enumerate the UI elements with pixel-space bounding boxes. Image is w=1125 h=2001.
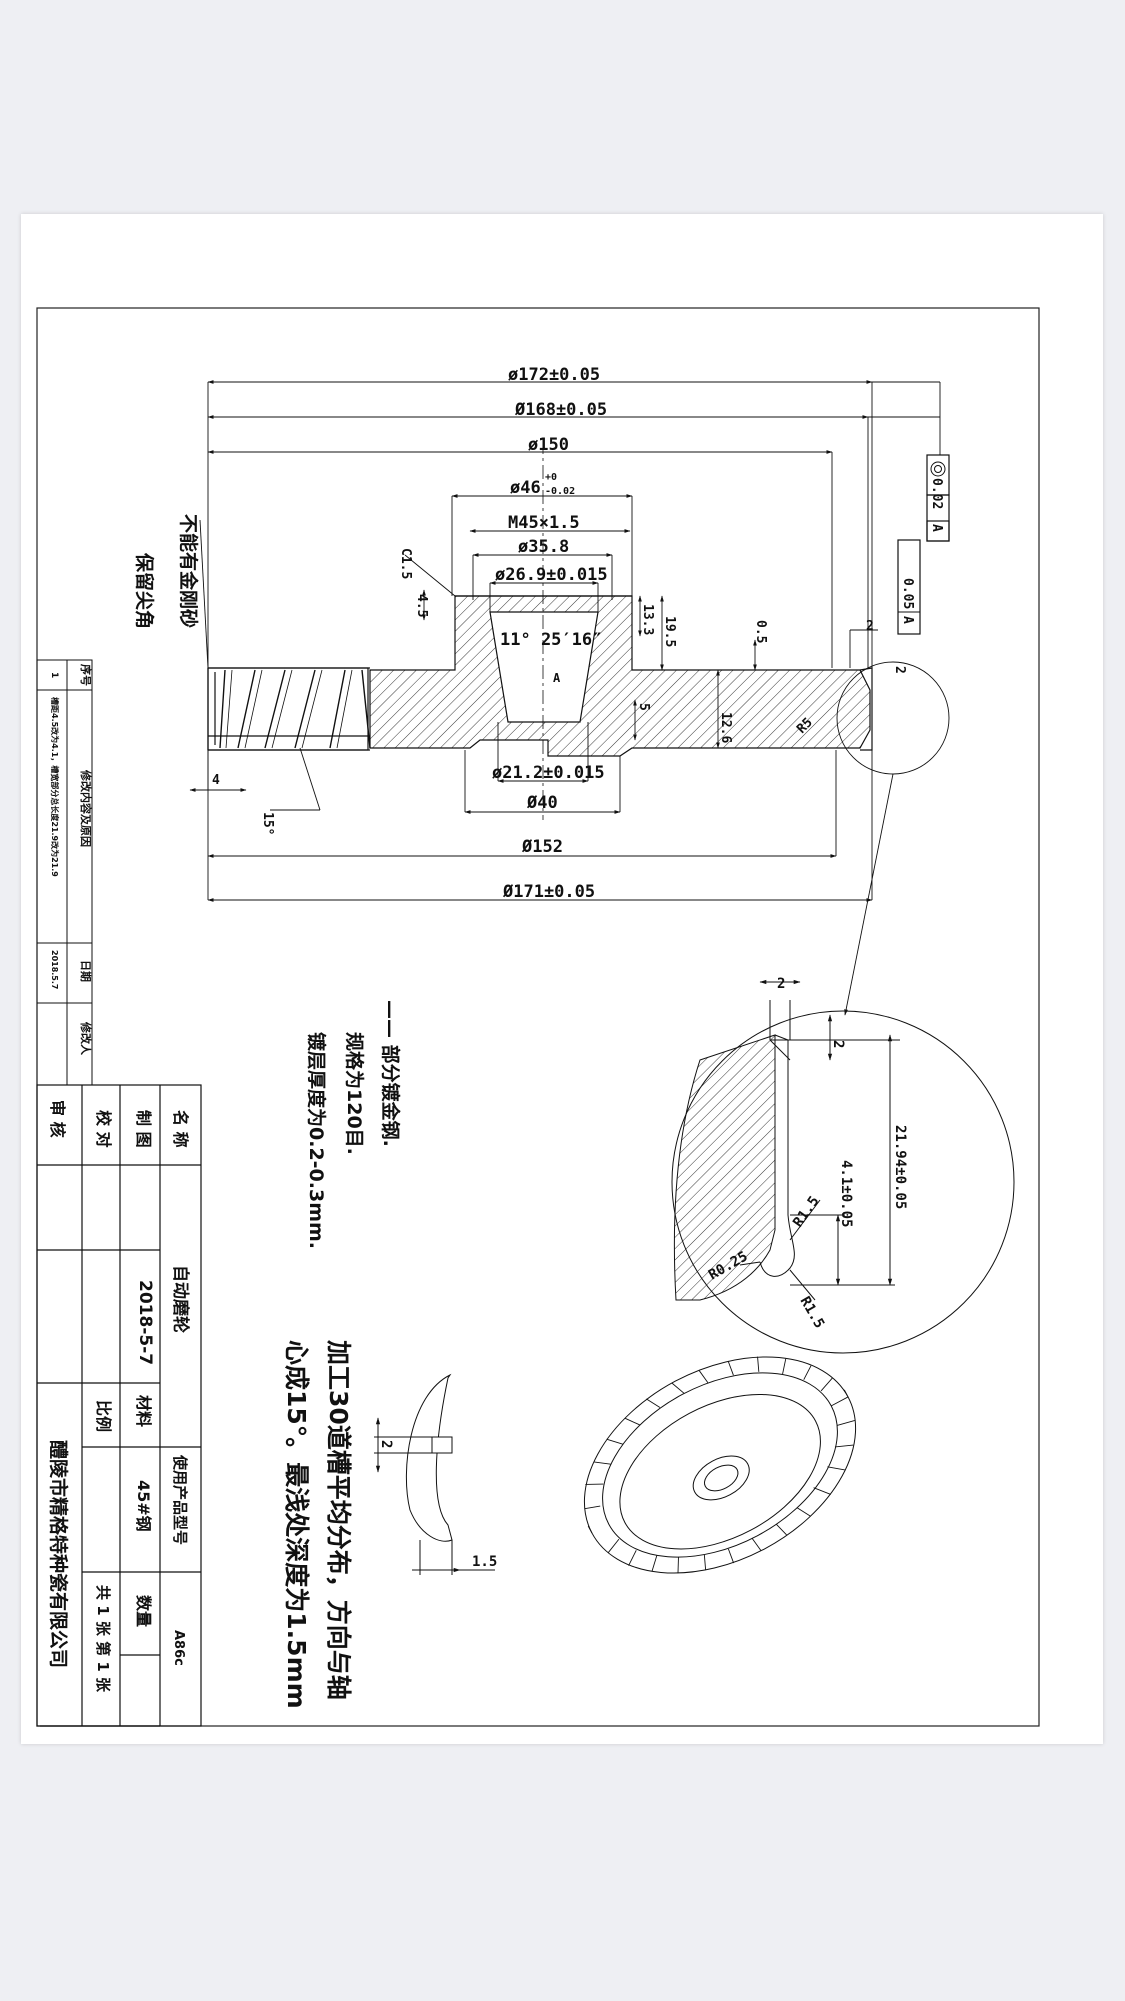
note-no-sand: 不能有金刚砂	[177, 514, 200, 628]
runout-value: 0.05	[900, 578, 915, 609]
vertical-dimension-labels: C1.5 4.5 13.3 19.5 0.5 5 12.6 2 2 4 15° …	[212, 478, 944, 835]
note-groove-line2: 心成15°。最浅处深度为1.5mm	[282, 1340, 311, 1709]
tb-scale-label: 比例	[94, 1400, 113, 1432]
title-block-text: 名 称 自动磨轮 制 图 2018-5-7 校 对 审 核 材料 比例 使用产品…	[47, 1100, 191, 1693]
rev-row-no: 1	[49, 672, 59, 678]
tb-model-label: 使用产品型号	[171, 1454, 189, 1545]
rev-header-content: 修改内容及原因	[79, 769, 93, 847]
dim-d46-upper: +0	[545, 472, 557, 483]
tb-material-label: 材料	[134, 1395, 153, 1427]
drawing-sheet: ø172±0.05 Ø168±0.05 ø150 ø46 +0 -0.02 M4…	[21, 214, 1103, 1744]
dimension-lines	[189, 380, 941, 902]
groove-labels: 2 1.5	[378, 1440, 497, 1570]
dim-c15: C1.5	[398, 548, 413, 579]
tb-name: 自动磨轮	[170, 1265, 191, 1333]
note-groove-line1: 加工30道槽平均分布，方向与轴	[324, 1339, 353, 1700]
plating-notes: —— 部分镀金钢. 规格为120目. 镀层厚度为0.2-0.3mm.	[305, 1000, 402, 1249]
title-block	[36, 1084, 202, 1727]
revision-table-text: 序号 修改内容及原因 日期 修改人 1 槽距4.5改为4.1，槽宽部分总长度21…	[49, 664, 93, 1056]
technical-drawing: ø172±0.05 Ø168±0.05 ø150 ø46 +0 -0.02 M4…	[36, 307, 1040, 1727]
tb-review-label: 审 核	[48, 1100, 67, 1138]
rev-header-date: 日期	[79, 960, 93, 982]
dim-h126: 12.6	[718, 712, 733, 743]
tb-name-label: 名 称	[171, 1110, 190, 1148]
rev-row-date: 2018.5.7	[50, 950, 59, 989]
tb-company: 醴陵市精格特种瓷有限公司	[47, 1440, 70, 1668]
detail-h41: 4.1±0.05	[838, 1160, 854, 1227]
dim-w4: 4	[212, 773, 220, 788]
runout-frame	[897, 539, 921, 635]
wheel-section-view	[207, 440, 873, 820]
note-mesh: 规格为120目.	[343, 1032, 366, 1155]
runout-datum: A	[900, 616, 915, 624]
tb-model: A86c	[171, 1630, 186, 1666]
detail-view	[671, 979, 1015, 1354]
rev-header-author: 修改人	[79, 1021, 93, 1056]
dim-h05: 0.5	[753, 620, 768, 643]
datum-a-label: A	[553, 671, 561, 685]
dim-h45: 4.5	[414, 594, 429, 617]
rev-header-no: 序号	[79, 664, 93, 686]
detail-side2: 2	[830, 1040, 846, 1048]
dim-d21: ø21.2±0.015	[492, 763, 605, 783]
dim-a15: 15°	[260, 812, 275, 835]
dim-h5: 5	[636, 703, 651, 711]
concentricity-value: 0.02	[929, 478, 944, 509]
tb-sheets: 共 1 张 第 1 张	[94, 1585, 112, 1693]
dim-d46-lower: -0.02	[545, 486, 575, 497]
note-thickness: 镀层厚度为0.2-0.3mm.	[305, 1032, 328, 1249]
note-keep-sharp: 保留尖角	[133, 552, 156, 629]
dim-angle: 11° 25′16″	[500, 630, 602, 650]
concentricity-datum: A	[929, 524, 944, 532]
dim-d150: ø150	[528, 435, 569, 455]
detail-r15a: R1.5	[790, 1193, 822, 1230]
tb-drawn-date: 2018-5-7	[135, 1280, 155, 1365]
tb-qty-label: 数量	[134, 1595, 153, 1627]
dimension-labels: ø172±0.05 Ø168±0.05 ø150 ø46 +0 -0.02 M4…	[492, 365, 608, 902]
dim-d172: ø172±0.05	[508, 365, 600, 385]
wheel-3d-view	[583, 1356, 857, 1574]
dim-h2: 2	[866, 619, 874, 634]
groove-w15: 1.5	[472, 1554, 497, 1570]
detail-r15b: R1.5	[797, 1294, 828, 1331]
dim-h133: 13.3	[640, 604, 655, 635]
dim-d168: Ø168±0.05	[514, 400, 607, 420]
dim-d35: ø35.8	[518, 537, 569, 557]
tb-checked-label: 校 对	[94, 1110, 113, 1148]
dim-d46: ø46	[510, 478, 541, 498]
dim-d152: Ø152	[521, 837, 563, 857]
dim-m45: M45×1.5	[508, 513, 580, 533]
concentricity-frame	[926, 454, 950, 542]
groove-notes: 加工30道槽平均分布，方向与轴 心成15°。最浅处深度为1.5mm	[282, 1339, 353, 1709]
dim-h2b: 2	[892, 666, 907, 674]
groove-w2: 2	[378, 1440, 394, 1448]
dim-d26: ø26.9±0.015	[495, 565, 608, 585]
dim-h195: 19.5	[662, 616, 677, 647]
detail-top2: 2	[777, 976, 785, 992]
detail-reference	[836, 661, 950, 1016]
dim-d171: Ø171±0.05	[502, 882, 595, 902]
edge-notes: 不能有金刚砂 保留尖角	[133, 514, 200, 629]
tb-drawn-label: 制 图	[134, 1110, 153, 1148]
detail-h2194: 21.94±0.05	[892, 1125, 908, 1209]
note-plating: —— 部分镀金钢.	[379, 1000, 402, 1147]
dim-d40: Ø40	[526, 793, 558, 813]
groove-profile-view	[374, 1373, 495, 1575]
rev-row-content: 槽距4.5改为4.1，槽宽部分总长度21.9改为21.9	[50, 697, 60, 877]
tb-material: 45#钢	[134, 1480, 153, 1532]
